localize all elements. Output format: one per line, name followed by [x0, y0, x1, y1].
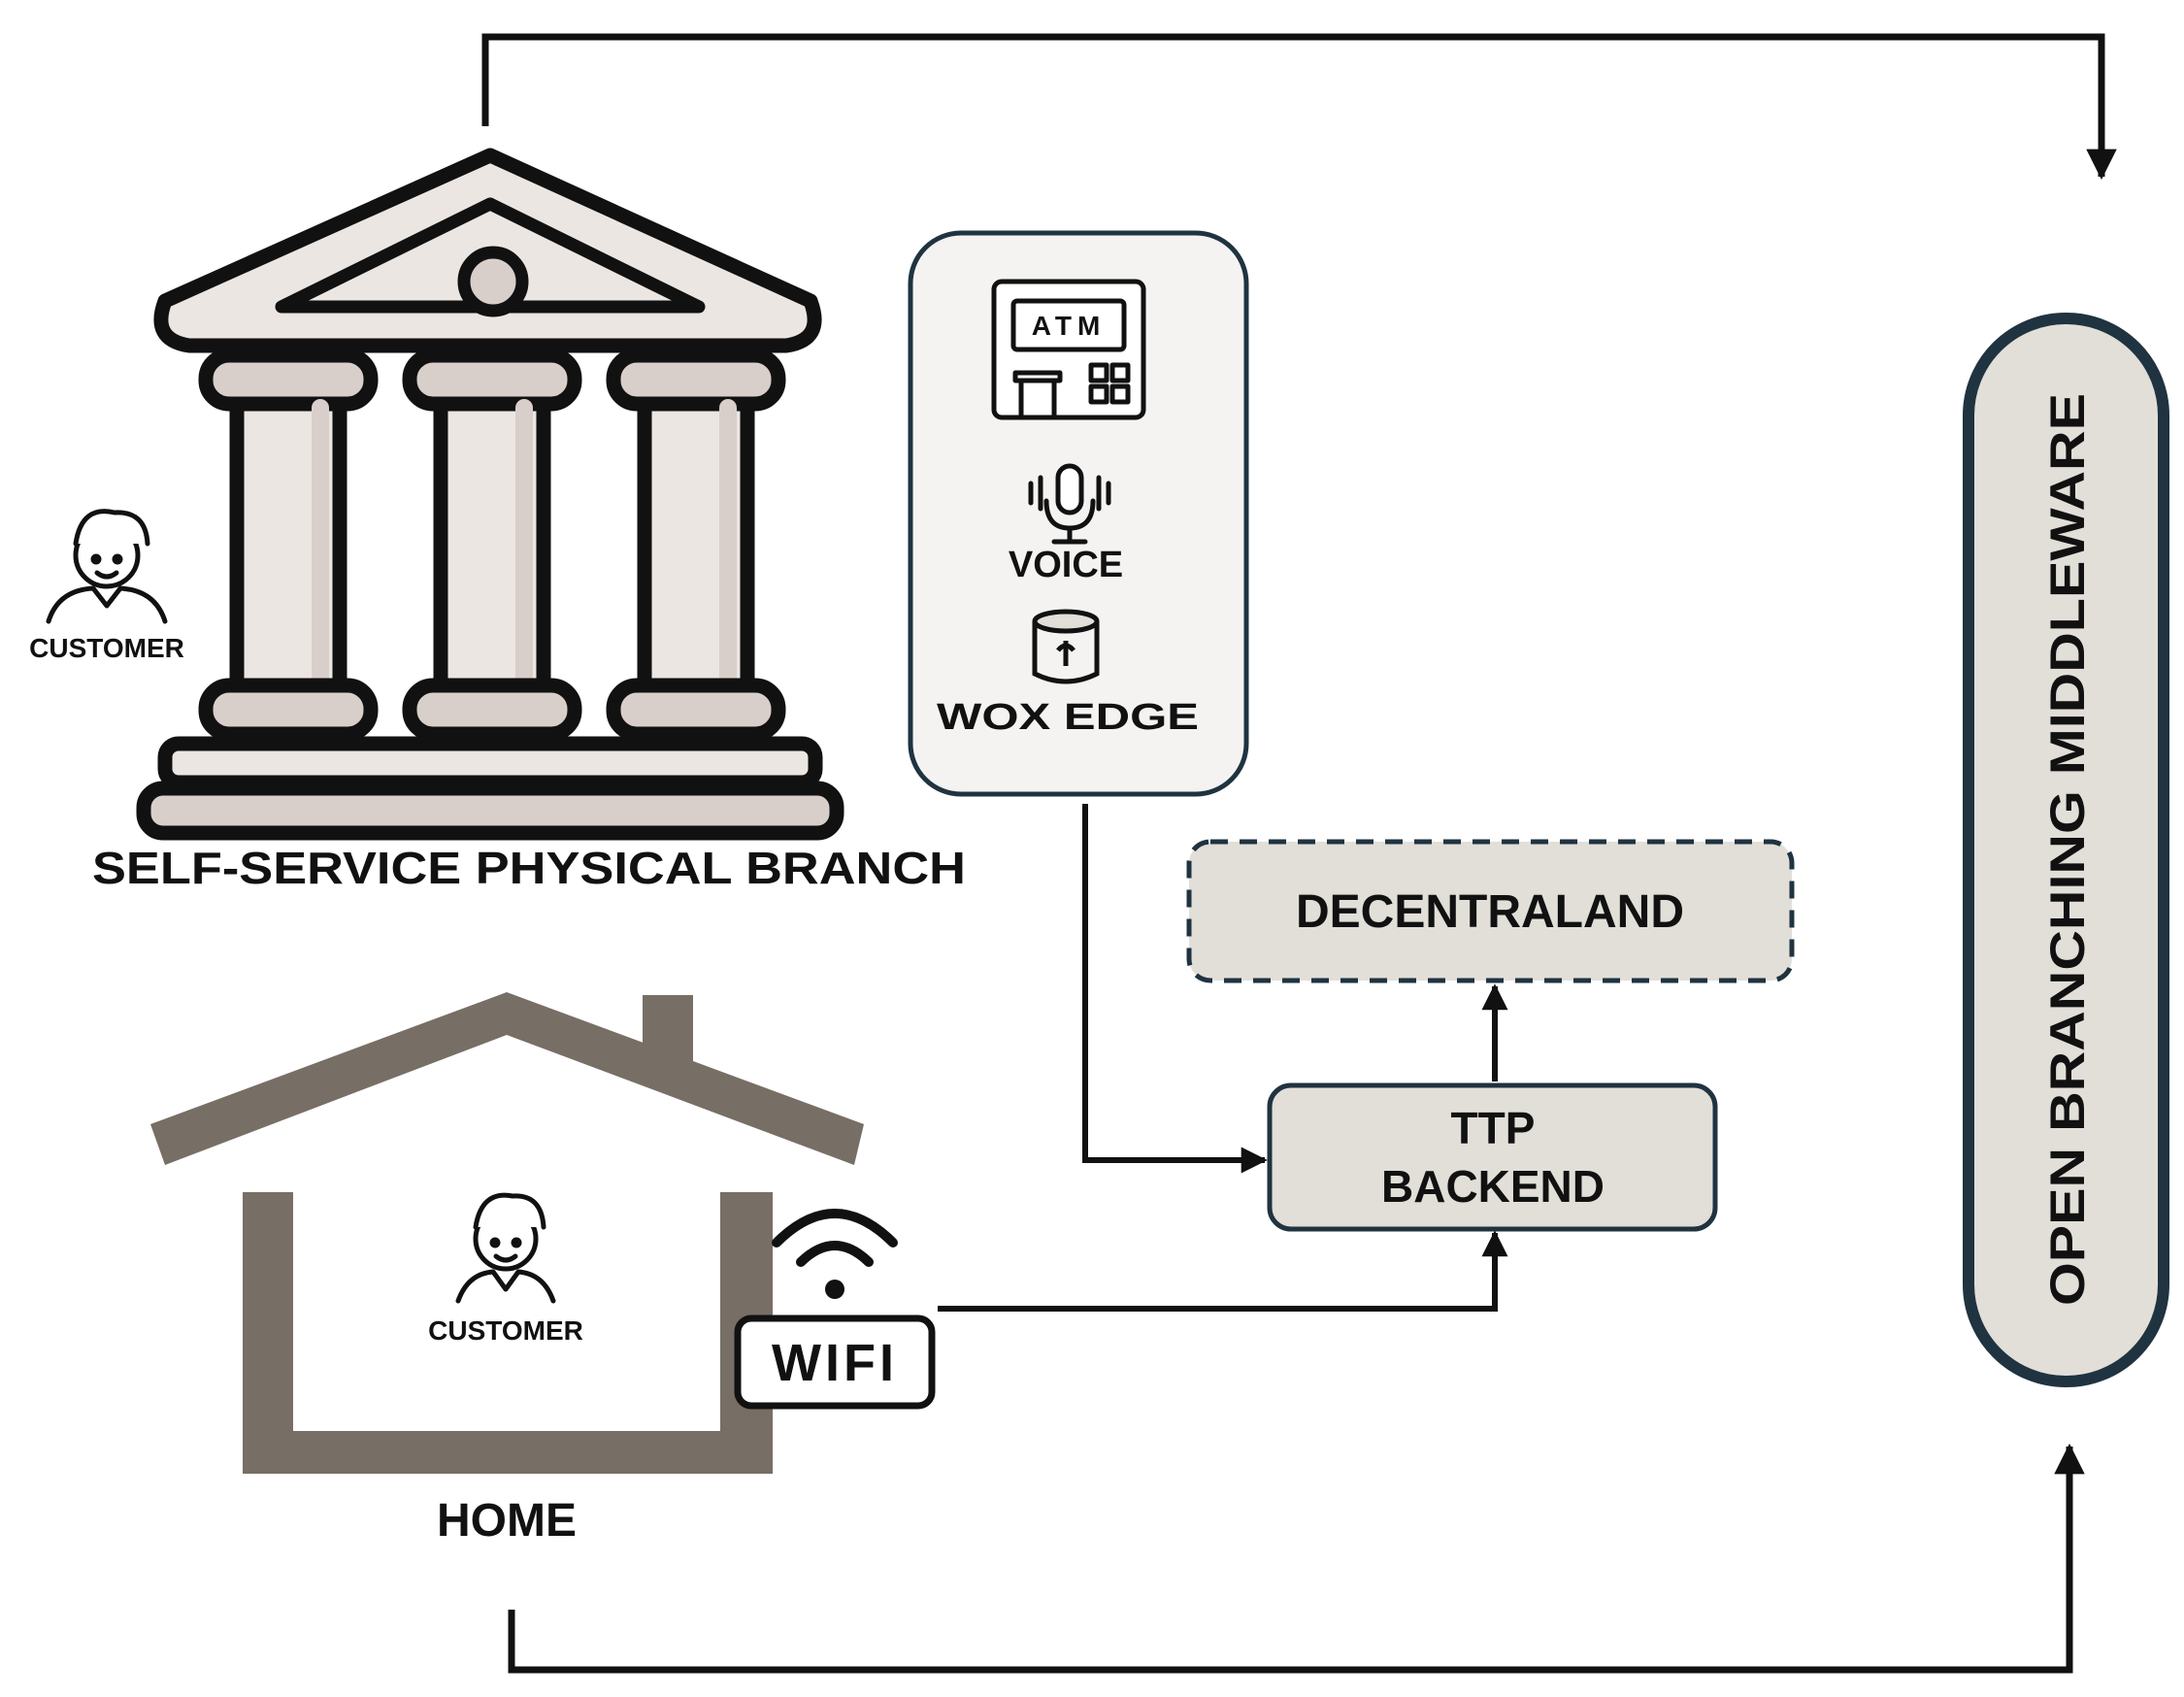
connector-home-to-middleware	[508, 1443, 2085, 1674]
bank-building-icon	[136, 148, 844, 841]
connector-channels-to-backend	[1082, 804, 1268, 1174]
atm-label: ATM	[1032, 311, 1107, 341]
branch-customer-icon	[46, 509, 168, 624]
microphone-icon	[1028, 463, 1111, 545]
voice-label: VOICE	[1009, 545, 1123, 585]
decentraland-label: DECENTRALAND	[1296, 886, 1684, 938]
wifi-badge	[734, 1314, 936, 1410]
wifi-icon	[772, 1209, 898, 1299]
middleware-label: OPEN BRANCHING MIDDLEWARE	[2040, 393, 2095, 1306]
ttp-backend-box	[1267, 1082, 1718, 1232]
home-customer-label: CUSTOMER	[428, 1315, 583, 1346]
decentraland-box	[1186, 839, 1795, 983]
middleware-box	[1963, 313, 2169, 1387]
branch-customer-label: CUSTOMER	[29, 633, 184, 663]
home-customer-icon	[455, 1192, 556, 1304]
connector-branch-to-middleware	[481, 33, 2117, 181]
ttp-backend-label-line2: BACKEND	[1381, 1161, 1605, 1212]
wifi-label: WIFI	[772, 1334, 898, 1392]
smart-speaker-icon	[1032, 609, 1100, 684]
connector-wifi-to-backend	[938, 1230, 1508, 1312]
wox-edge-label: WOX EDGE	[937, 697, 1199, 738]
branch-label: SELF-SERVICE PHYSICAL BRANCH	[92, 843, 966, 893]
house-icon	[150, 992, 864, 1474]
ttp-backend-label-line1: TTP	[1451, 1103, 1536, 1153]
atm-icon	[991, 279, 1146, 420]
home-label: HOME	[437, 1495, 577, 1547]
